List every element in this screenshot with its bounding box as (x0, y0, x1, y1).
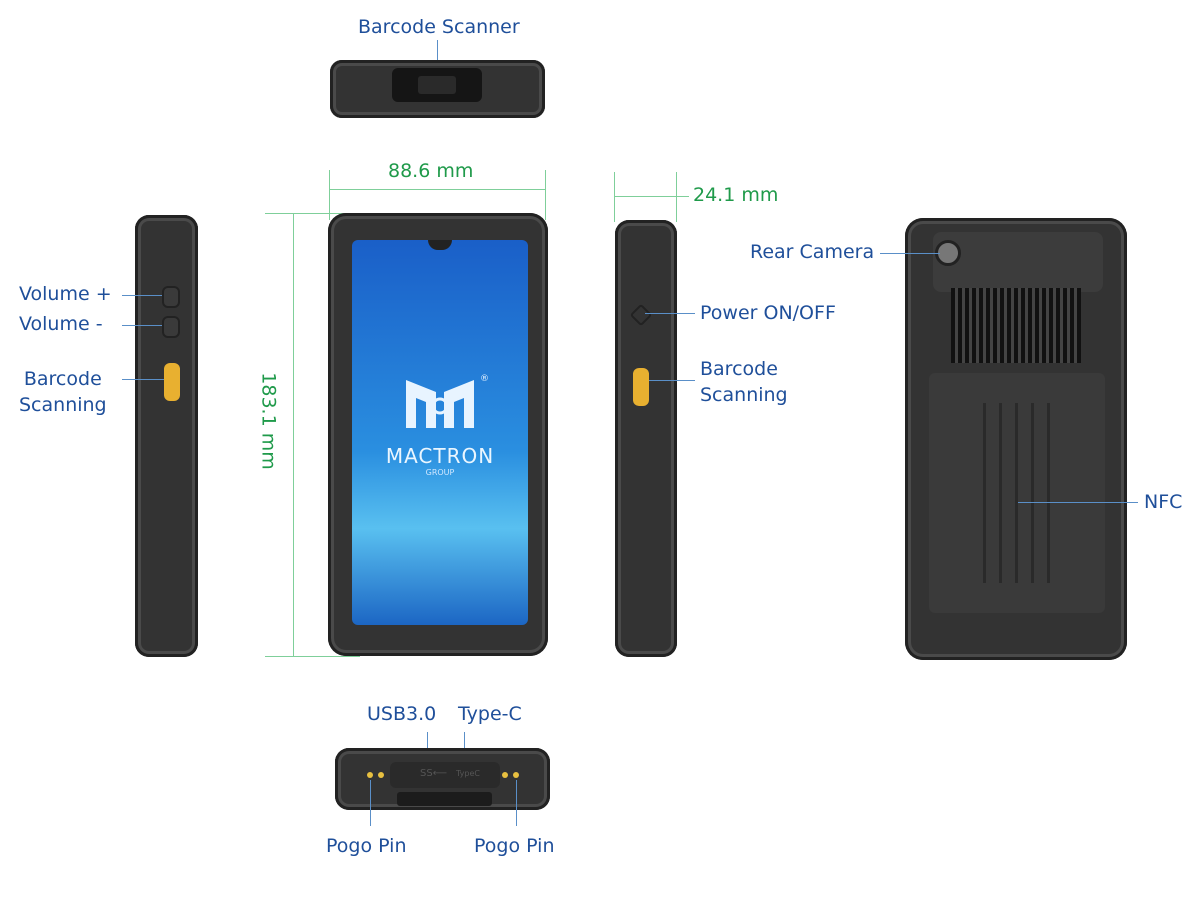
usb-mark: SS⟵ (420, 768, 448, 779)
pogo-pin (513, 772, 519, 778)
label-pogo-right: Pogo Pin (474, 835, 555, 857)
device-left-side (135, 215, 198, 657)
label-barcode-scanning-left: Barcode Scanning (19, 368, 107, 416)
leader-line (880, 253, 940, 254)
dim-line (293, 213, 294, 657)
pogo-pin (367, 772, 373, 778)
device-back-view (905, 218, 1127, 660)
dim-line (265, 656, 360, 657)
scan-button-left (164, 363, 180, 401)
leader-line (645, 313, 695, 314)
volume-up-button (162, 286, 180, 308)
label-typec: Type-C (458, 703, 522, 725)
pogo-pin (502, 772, 508, 778)
device-right-side (615, 220, 677, 657)
leader-line (464, 732, 465, 762)
notch (428, 240, 452, 250)
scan-button-right (633, 368, 649, 406)
device-front-view: ® MACTRON GROUP (328, 213, 548, 656)
leader-line (370, 780, 371, 826)
registered-mark: ® (480, 374, 489, 384)
dim-line (329, 189, 546, 190)
speaker-grille (951, 288, 1081, 363)
dim-line (614, 196, 689, 197)
scanner-lens (418, 76, 456, 94)
brand-sub: GROUP (425, 468, 455, 477)
label-pogo-left: Pogo Pin (326, 835, 407, 857)
label-rear-camera: Rear Camera (750, 241, 875, 263)
label-power: Power ON/OFF (700, 302, 836, 324)
device-top-view (330, 60, 545, 118)
leader-line (122, 379, 164, 380)
leader-line (516, 780, 517, 826)
typec-mark: TypeC (456, 769, 480, 778)
dim-line (614, 172, 615, 222)
nfc-area (983, 403, 1053, 583)
leader-line (437, 40, 438, 75)
leader-line (427, 732, 428, 762)
label-volume-down: Volume - (19, 313, 103, 335)
leader-line (122, 325, 162, 326)
dim-line (676, 172, 677, 222)
pogo-pin (378, 772, 384, 778)
label-usb: USB3.0 (367, 703, 437, 725)
dim-line (545, 170, 546, 220)
dimension-depth: 24.1 mm (693, 184, 779, 206)
port-cover: SS⟵ TypeC (390, 762, 500, 788)
leader-line (122, 295, 162, 296)
mactron-logo (400, 376, 480, 432)
brand-name: MACTRON (385, 444, 495, 468)
dimension-height: 183.1 mm (257, 372, 280, 470)
device-bottom-view: SS⟵ TypeC (335, 748, 550, 810)
bottom-grip (397, 792, 492, 806)
dimension-width: 88.6 mm (388, 160, 474, 182)
screen: ® MACTRON GROUP (352, 240, 528, 625)
leader-line (1018, 502, 1138, 503)
label-barcode-scanning-right: Barcode Scanning (700, 358, 788, 406)
label-nfc: NFC (1144, 491, 1183, 513)
label-volume-up: Volume + (19, 283, 112, 305)
label-barcode-scanner: Barcode Scanner (358, 16, 520, 38)
battery-cover (929, 373, 1105, 613)
leader-line (649, 380, 695, 381)
dim-line (329, 170, 330, 220)
dim-line (265, 213, 360, 214)
volume-down-button (162, 316, 180, 338)
camera-module (933, 232, 1103, 292)
